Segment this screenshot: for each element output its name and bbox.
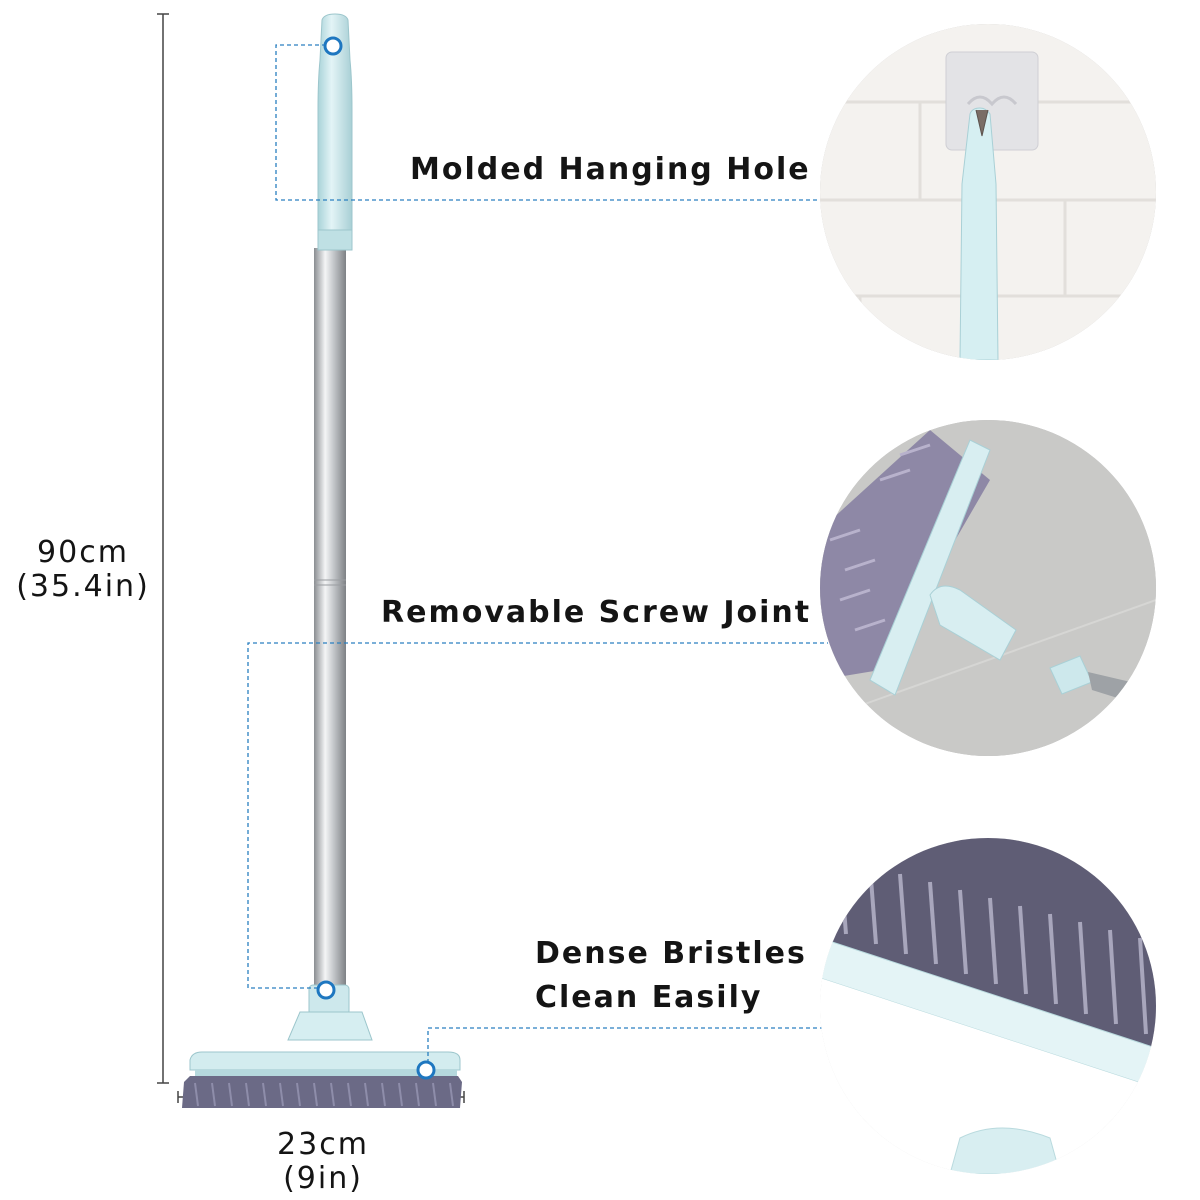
brush-joint bbox=[287, 984, 373, 1041]
width-dimension-label: 23cm (9in) bbox=[243, 1128, 403, 1196]
height-dimension-label: 90cm (35.4in) bbox=[8, 536, 158, 604]
height-in: (35.4in) bbox=[16, 569, 150, 604]
height-cm: 90cm bbox=[37, 535, 129, 570]
width-cm: 23cm bbox=[277, 1127, 369, 1162]
detail-circle-screw-joint bbox=[820, 420, 1156, 756]
detail-circle-bristles bbox=[820, 838, 1156, 1174]
callout-hanging-hole: Molded Hanging Hole bbox=[410, 152, 811, 187]
height-dimension-line bbox=[157, 13, 169, 1084]
width-in: (9in) bbox=[283, 1161, 363, 1196]
callout-screw-joint: Removable Screw Joint bbox=[381, 595, 812, 630]
marker-dots bbox=[316, 36, 436, 1080]
callout-bristles-line1: Dense Bristles bbox=[535, 936, 807, 971]
brush-head bbox=[182, 1051, 462, 1108]
leader-lines bbox=[247, 44, 828, 1070]
handle bbox=[317, 13, 353, 251]
callout-bristles-line2: Clean Easily bbox=[535, 980, 763, 1015]
detail-circle-hanging-hole bbox=[820, 24, 1156, 360]
steel-pole bbox=[314, 248, 346, 988]
